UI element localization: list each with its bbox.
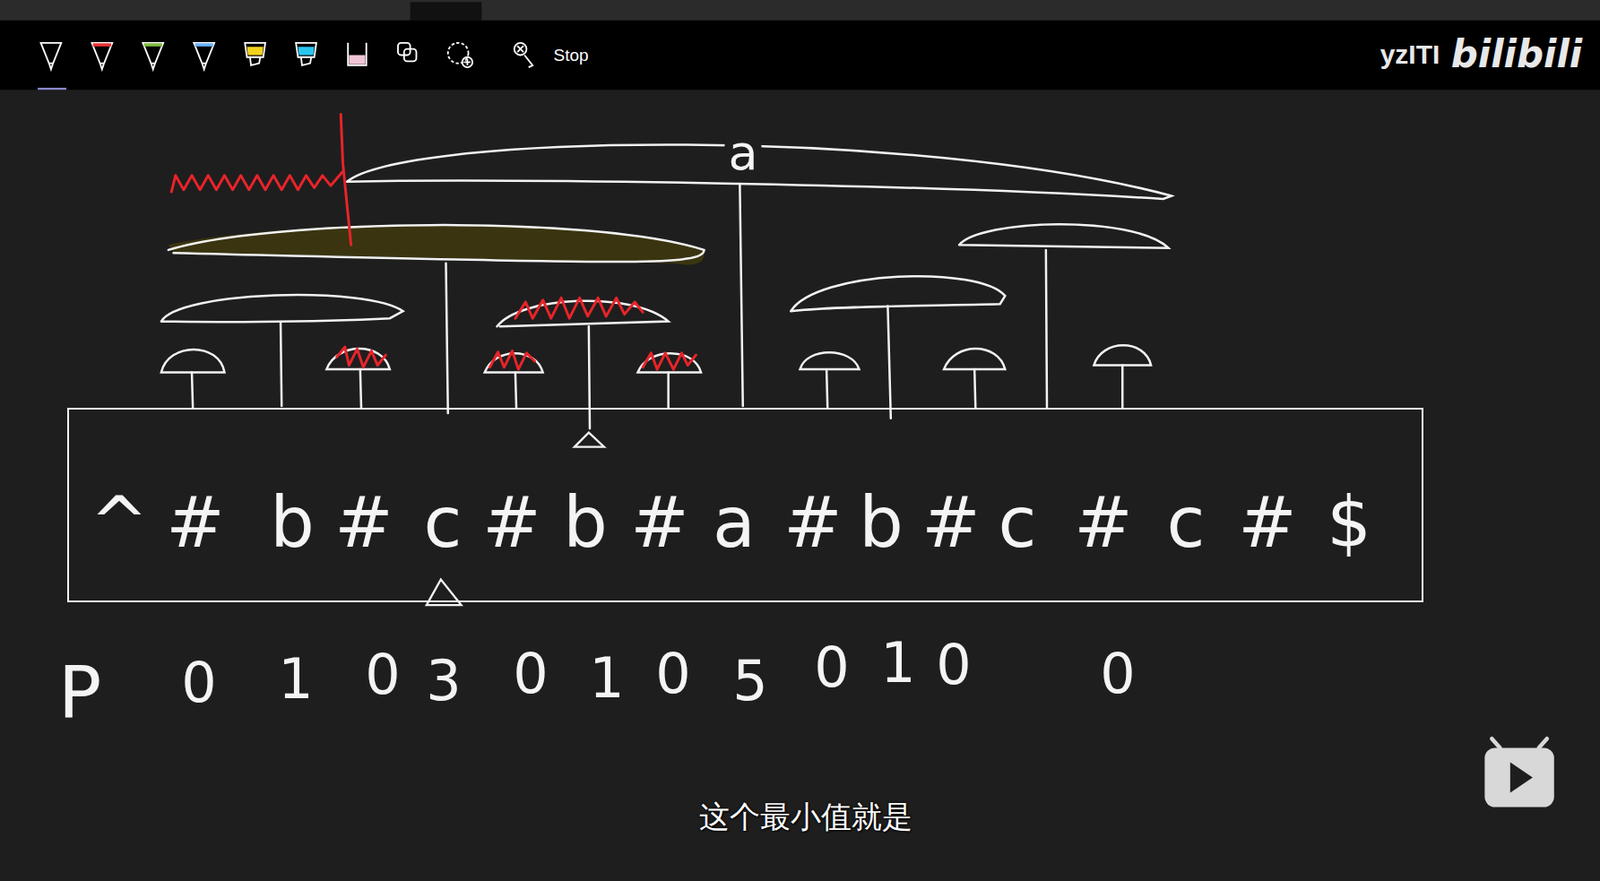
radius-value: 0 — [655, 646, 691, 702]
red-marks — [171, 114, 696, 371]
string-char: # — [783, 487, 842, 558]
string-char: c — [1167, 487, 1206, 558]
string-char: # — [165, 487, 225, 558]
play-icon-ears — [1491, 738, 1547, 748]
uploader-name: yzITI — [1380, 41, 1441, 69]
toolbar-icons — [41, 43, 534, 70]
radius-value: 5 — [732, 653, 768, 710]
string-char: c — [998, 487, 1038, 558]
radius-value: 1 — [880, 635, 916, 692]
drawing-layer — [0, 0, 1600, 807]
tool-underline — [37, 87, 67, 90]
string-char: $ — [1326, 487, 1372, 558]
video-subtitle: 这个最小值就是 — [699, 801, 913, 832]
palindrome-mushrooms — [161, 144, 1172, 429]
highlight — [168, 224, 704, 265]
toolbar — [0, 20, 1600, 90]
string-char: # — [1073, 487, 1133, 558]
string-char: # — [921, 487, 980, 558]
string-char: c — [423, 487, 463, 558]
radius-value: 0 — [364, 647, 400, 703]
radius-value: 0 — [1099, 646, 1135, 702]
window-strip — [0, 0, 1600, 21]
radius-value: 1 — [277, 651, 313, 708]
string-char: b — [269, 487, 315, 558]
play-triangle — [1510, 761, 1533, 793]
string-char: ^ — [89, 487, 148, 558]
play-icon — [1484, 747, 1554, 807]
radius-value: 3 — [425, 653, 461, 710]
radius-value: 0 — [935, 637, 971, 693]
array-name: P — [58, 657, 102, 730]
toolbar-button: Stop — [553, 46, 589, 64]
window-tab — [410, 1, 483, 20]
string-char: # — [630, 487, 689, 558]
string-char: a — [712, 487, 756, 558]
site-watermark: bilibili — [1451, 35, 1583, 74]
radius-value: 1 — [588, 650, 624, 707]
string-char: b — [562, 487, 608, 558]
string-char: # — [482, 487, 541, 558]
radius-value: 0 — [181, 655, 217, 711]
string-char: # — [334, 487, 393, 558]
string-box: ^#b#c#b#a#b#c#c#$ — [67, 407, 1424, 603]
radius-value: 0 — [813, 640, 849, 696]
string-char: # — [1237, 487, 1297, 558]
segment-label: a — [724, 129, 762, 178]
radius-value: 0 — [512, 646, 548, 702]
string-char: b — [858, 487, 904, 558]
